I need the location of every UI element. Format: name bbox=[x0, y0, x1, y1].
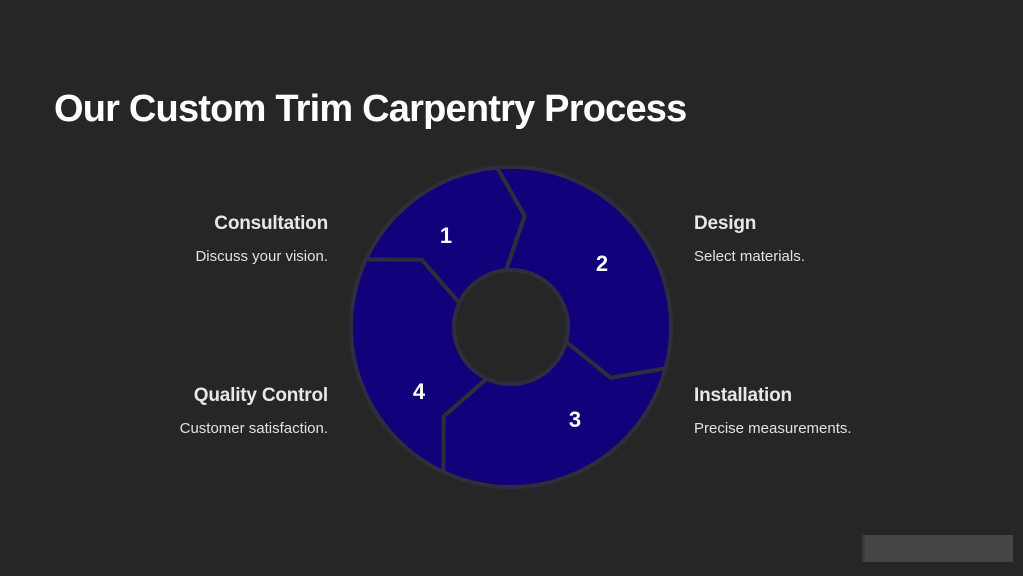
segment-installation bbox=[349, 257, 491, 476]
page-title: Our Custom Trim Carpentry Process bbox=[54, 88, 687, 130]
step-number-quality-control: 4 bbox=[413, 379, 426, 404]
step-number-installation: 3 bbox=[569, 407, 581, 432]
segment-quality-control bbox=[362, 165, 527, 307]
step-installation-description: Precise measurements. bbox=[694, 420, 852, 437]
step-installation-title: Installation bbox=[694, 385, 792, 406]
process-cycle-diagram: 1 2 3 4 bbox=[349, 165, 673, 489]
step-quality-control-description: Customer satisfaction. bbox=[179, 420, 328, 437]
step-quality-control-title: Quality Control bbox=[193, 385, 328, 406]
step-number-design: 2 bbox=[596, 251, 608, 276]
segment-design bbox=[441, 338, 669, 489]
footer-bar bbox=[862, 535, 1013, 562]
step-design-description: Select materials. bbox=[694, 248, 805, 265]
segment-consultation bbox=[493, 165, 673, 380]
step-consultation-title: Consultation bbox=[214, 213, 328, 234]
step-design-title: Design bbox=[694, 213, 757, 234]
step-consultation-description: Discuss your vision. bbox=[195, 248, 328, 265]
step-number-consultation: 1 bbox=[440, 223, 452, 248]
